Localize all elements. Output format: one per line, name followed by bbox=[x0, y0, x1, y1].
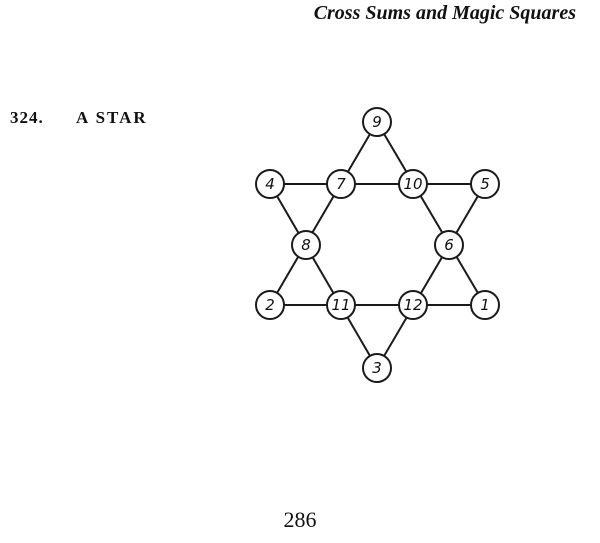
star-node-12: 12 bbox=[398, 290, 428, 320]
running-head: Cross Sums and Magic Squares bbox=[313, 2, 576, 24]
star-node-8: 8 bbox=[291, 230, 321, 260]
star-line bbox=[269, 121, 378, 306]
star-line bbox=[376, 121, 486, 306]
star-node-2: 2 bbox=[255, 290, 285, 320]
problem-title: A STAR bbox=[76, 108, 148, 127]
star-node-1: 1 bbox=[470, 290, 500, 320]
svg-text:10: 10 bbox=[403, 175, 422, 193]
star-line bbox=[376, 183, 486, 369]
svg-text:4: 4 bbox=[265, 175, 275, 193]
star-lines bbox=[269, 121, 486, 369]
star-line bbox=[269, 183, 378, 369]
star-node-9: 9 bbox=[362, 107, 392, 137]
svg-text:6: 6 bbox=[444, 236, 454, 254]
star-node-3: 3 bbox=[362, 353, 392, 383]
svg-text:9: 9 bbox=[372, 113, 382, 131]
problem-number: 324. bbox=[10, 108, 44, 127]
svg-text:5: 5 bbox=[480, 175, 490, 193]
svg-text:12: 12 bbox=[403, 296, 422, 314]
svg-text:1: 1 bbox=[480, 296, 490, 314]
svg-text:7: 7 bbox=[336, 175, 346, 193]
star-node-7: 7 bbox=[326, 169, 356, 199]
star-node-5: 5 bbox=[470, 169, 500, 199]
star-node-11: 11 bbox=[326, 290, 356, 320]
star-node-6: 6 bbox=[434, 230, 464, 260]
svg-text:8: 8 bbox=[301, 236, 311, 254]
page-number: 286 bbox=[283, 507, 317, 532]
svg-text:3: 3 bbox=[372, 359, 382, 377]
star-node-4: 4 bbox=[255, 169, 285, 199]
svg-text:11: 11 bbox=[331, 296, 350, 314]
star-node-10: 10 bbox=[398, 169, 428, 199]
svg-text:2: 2 bbox=[265, 296, 275, 314]
